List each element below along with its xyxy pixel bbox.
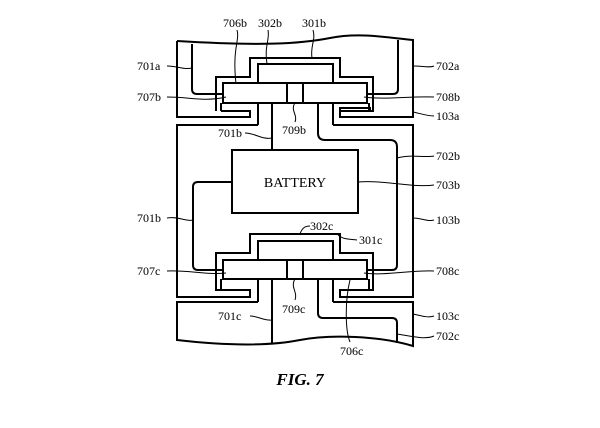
label-701a: 701a bbox=[137, 59, 161, 73]
cable-702b bbox=[317, 103, 398, 271]
label-707b: 707b bbox=[137, 90, 161, 104]
label-708b: 708b bbox=[436, 90, 460, 104]
label-701b-top: 701b bbox=[218, 126, 242, 140]
housing-302c bbox=[257, 240, 334, 260]
shell-301b bbox=[215, 57, 374, 117]
bottom-frame-103c bbox=[176, 301, 414, 348]
label-702c: 702c bbox=[436, 329, 459, 343]
battery-label: BATTERY bbox=[264, 176, 326, 191]
cable-701a bbox=[191, 44, 223, 95]
leader-lines bbox=[166, 29, 435, 343]
label-707c: 707c bbox=[137, 264, 160, 278]
top-frame-103a-left bbox=[176, 41, 251, 118]
label-701c: 701c bbox=[218, 309, 241, 323]
label-103c: 103c bbox=[436, 309, 459, 323]
label-701b-left: 701b bbox=[137, 211, 161, 225]
label-703b: 703b bbox=[436, 178, 460, 192]
label-302b: 302b bbox=[258, 16, 282, 30]
contact-bar-706c-708c bbox=[222, 259, 368, 280]
housing-302b bbox=[257, 63, 334, 83]
label-103b: 103b bbox=[436, 213, 460, 227]
cable-702a bbox=[367, 40, 399, 95]
top-frame-103a bbox=[176, 34, 414, 118]
cable-702c bbox=[317, 279, 398, 343]
figure-caption: FIG. 7 bbox=[275, 370, 325, 389]
shell-301c bbox=[215, 233, 374, 297]
label-708c: 708c bbox=[436, 264, 459, 278]
cable-701b-left bbox=[192, 181, 232, 271]
contact-bar-706b-708b bbox=[222, 82, 368, 104]
label-709c: 709c bbox=[282, 302, 305, 316]
label-706c: 706c bbox=[340, 344, 363, 358]
label-702a: 702a bbox=[436, 59, 460, 73]
label-702b: 702b bbox=[436, 149, 460, 163]
label-301b: 301b bbox=[302, 16, 326, 30]
label-103a: 103a bbox=[436, 109, 460, 123]
label-302c: 302c bbox=[310, 219, 333, 233]
label-706b: 706b bbox=[223, 16, 247, 30]
label-301c: 301c bbox=[359, 233, 382, 247]
label-709b: 709b bbox=[282, 123, 306, 137]
